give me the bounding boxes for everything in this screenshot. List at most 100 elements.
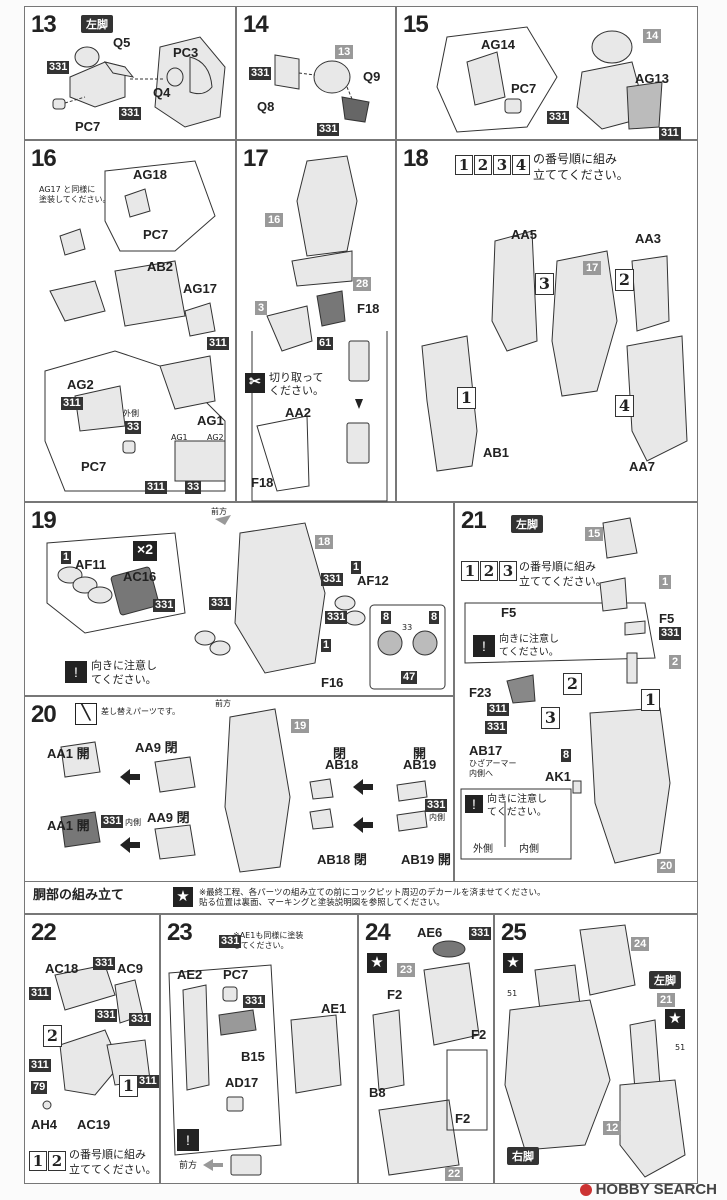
part-label: 331 xyxy=(129,1013,152,1026)
part-label: AA9 閉 xyxy=(135,740,178,755)
part-label: 内側 xyxy=(429,813,445,822)
part-label: 331 xyxy=(219,935,242,948)
assembly-illustration xyxy=(52,36,226,128)
part-label: 51 xyxy=(675,1043,686,1052)
part-label: 1 xyxy=(351,561,362,574)
part-label: AA5 xyxy=(511,227,538,242)
step-15: 15 AG14 PC7 14 AG13 331 311 xyxy=(396,6,698,140)
part-label: 311 xyxy=(487,703,509,716)
part-label: AG2 xyxy=(207,433,224,442)
part-label: AG17 xyxy=(183,281,217,296)
part-label: 311 xyxy=(659,127,681,140)
star-icon: ★ xyxy=(503,953,523,973)
part-label: F2 xyxy=(455,1111,471,1126)
part-label: 331 xyxy=(153,599,176,612)
part-label: F18 xyxy=(251,475,274,490)
part-label: AB19 開 xyxy=(401,852,451,867)
part-label: AG2 xyxy=(67,377,94,392)
part-label: PC7 xyxy=(75,119,101,134)
part-label: 331 xyxy=(485,721,508,734)
part-label: 内側 xyxy=(125,818,141,827)
part-label: 51 xyxy=(507,989,518,998)
step-number: 24 xyxy=(365,919,391,946)
assembly-illustration xyxy=(46,515,446,690)
step-ref: 3 xyxy=(255,301,268,315)
part-label: 1 xyxy=(61,551,72,564)
order-marker: 1 xyxy=(457,387,476,409)
part-label: F2 xyxy=(387,987,403,1002)
part-label: PC7 xyxy=(81,459,107,474)
part-label: 311 xyxy=(145,481,167,494)
part-label: 331 xyxy=(425,799,448,812)
part-label: F2 xyxy=(471,1027,487,1042)
watermark-text: HOBBY SEARCH xyxy=(595,1181,717,1198)
part-label: 33 xyxy=(185,481,202,494)
watermark: HOBBY SEARCH xyxy=(579,1181,717,1198)
step-ref: 19 xyxy=(291,719,310,733)
step-ref: 12 xyxy=(603,1121,622,1135)
step-16: 16 AG17 と同様に 塗装してください。 AG18 PC7 AB2 AG17… xyxy=(24,140,236,502)
order-box: 1 xyxy=(29,1151,47,1171)
multiply-badge: ×2 xyxy=(133,541,157,561)
part-label: AA3 xyxy=(635,231,662,246)
part-label: PC7 xyxy=(143,227,169,242)
assembly-illustration xyxy=(421,230,688,472)
star-icon: ★ xyxy=(367,953,387,973)
order-note: の番号順に組み 立ててください。 xyxy=(69,1148,157,1176)
caution-icon: ! xyxy=(465,795,483,813)
direction-label: 前方 xyxy=(215,699,231,708)
part-label: 331 xyxy=(317,123,340,136)
part-label: AG18 xyxy=(133,167,167,182)
part-label: AF11 xyxy=(75,557,107,572)
step-ref: 21 xyxy=(657,993,676,1007)
step-19: 19 前方 1 AF11 AC16 ×2 331 18 331 331 1 AF… xyxy=(24,502,454,696)
step-ref: 17 xyxy=(583,261,602,275)
part-label: 331 xyxy=(119,107,142,120)
step-number: 20 xyxy=(31,701,57,728)
part-label: AF12 xyxy=(357,573,389,588)
side-tag: 左脚 xyxy=(511,515,543,533)
order-box: 2 xyxy=(48,1151,66,1171)
order-box: 1 xyxy=(455,155,473,175)
star-icon: ★ xyxy=(665,1009,685,1029)
part-label: 開 xyxy=(413,746,427,761)
paint-note: AG17 と同様に 塗装してください。 xyxy=(39,185,111,204)
caution-note: 向きに注意し てください。 xyxy=(487,794,547,818)
order-marker: 2 xyxy=(563,673,582,695)
order-marker: 4 xyxy=(615,395,634,417)
step-14: 14 13 331 Q8 Q9 331 xyxy=(236,6,396,140)
caution-note: 向きに注意し てください。 xyxy=(91,659,157,686)
part-label: AH4 xyxy=(31,1117,58,1132)
part-label: AG13 xyxy=(635,71,669,86)
step-25: 25 ★ ★ 24 左脚 21 51 51 右脚 12 xyxy=(494,914,698,1184)
part-label: AA1 開 xyxy=(47,746,90,761)
swap-icon: ╲ xyxy=(75,703,97,725)
order-marker: 2 xyxy=(43,1025,62,1047)
part-label: 331 xyxy=(547,111,570,124)
part-label: 331 xyxy=(325,611,348,624)
part-label: AB17 xyxy=(469,743,503,758)
part-label: AC18 xyxy=(45,961,79,976)
part-label: 331 xyxy=(209,597,232,610)
assembly-illustration xyxy=(42,964,151,1110)
star-icon: ★ xyxy=(173,887,193,907)
part-label: AG14 xyxy=(481,37,515,52)
part-label: AA2 xyxy=(285,405,312,420)
step-ref: 15 xyxy=(585,527,604,541)
step-23: 23 ※AE1も同様に塗装 してください。 331 AE2 PC7 331 B1… xyxy=(160,914,358,1184)
order-note: の番号順に組み 立ててください。 xyxy=(519,560,607,588)
order-note: の番号順に組み 立ててください。 xyxy=(533,152,629,182)
step-number: 18 xyxy=(403,145,429,172)
assembly-illustration xyxy=(251,155,388,502)
step-ref: 18 xyxy=(315,535,334,549)
part-label: 311 xyxy=(29,1059,51,1072)
part-label: AK1 xyxy=(545,769,572,784)
part-label: AA1 開 xyxy=(47,818,90,833)
part-label: PC3 xyxy=(173,45,199,60)
step-ref: 22 xyxy=(445,1167,464,1181)
assembly-illustration xyxy=(372,940,488,1176)
order-box: 4 xyxy=(512,155,530,175)
